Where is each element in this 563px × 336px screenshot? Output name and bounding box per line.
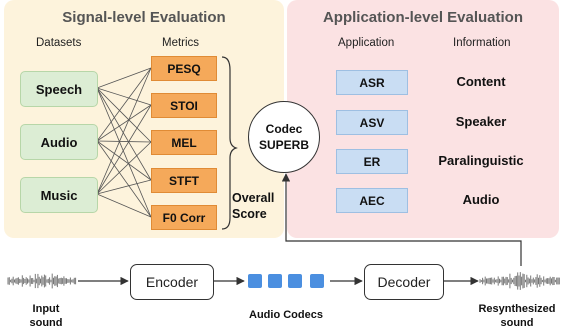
metric-stft: STFT xyxy=(151,168,217,193)
mesh-line xyxy=(96,87,152,143)
mesh-line xyxy=(96,193,152,218)
application-level-title: Application-level Evaluation xyxy=(322,9,524,26)
overall-line-1: Overall xyxy=(232,191,275,205)
resynthesized-line-1: Resynthesized xyxy=(478,303,556,315)
dataset-audio: Audio xyxy=(20,124,98,160)
overall-brace xyxy=(221,56,238,230)
mesh-line xyxy=(96,104,152,142)
signal-level-title: Signal-level Evaluation xyxy=(62,9,226,26)
info-content: Content xyxy=(456,74,506,89)
dataset-speech: Speech xyxy=(20,71,98,107)
mesh-line xyxy=(96,87,152,218)
application-level-panel: Application-level Evaluation xyxy=(287,0,559,238)
metric-f0-corr: F0 Corr xyxy=(151,205,217,230)
mesh-line xyxy=(96,87,152,181)
codec-token xyxy=(248,274,262,288)
metric-mel: MEL xyxy=(151,130,217,155)
information-header: Information xyxy=(453,37,511,49)
mesh-line xyxy=(96,67,152,89)
overall-line-2: Score xyxy=(232,207,267,221)
info-speaker: Speaker xyxy=(455,114,507,129)
info-audio: Audio xyxy=(462,192,500,207)
application-aec: AEC xyxy=(336,188,408,213)
application-header: Application xyxy=(338,37,395,49)
input-sound-label: Input sound xyxy=(18,302,74,330)
codec-superb-line-2: SUPERB xyxy=(258,138,309,152)
metrics-header: Metrics xyxy=(162,37,200,49)
output-waveform xyxy=(479,272,560,290)
decoder-box: Decoder xyxy=(364,264,444,300)
datasets-header: Datasets xyxy=(36,37,82,49)
mesh-line xyxy=(96,141,152,195)
application-er: ER xyxy=(336,149,408,174)
metric-pesq: PESQ xyxy=(151,56,217,81)
mesh-line xyxy=(96,67,152,195)
mesh-line xyxy=(96,140,152,143)
codec-token xyxy=(310,274,324,288)
application-asr: ASR xyxy=(336,70,408,95)
info-paralinguistic: Paralinguistic xyxy=(438,153,524,168)
mesh-line xyxy=(96,179,152,195)
mesh-line xyxy=(96,67,152,142)
input-sound-line-2: sound xyxy=(29,317,63,329)
input-sound-line-1: Input xyxy=(32,303,60,315)
codec-superb-circle: Codec SUPERB xyxy=(248,101,320,173)
mesh-line xyxy=(96,87,152,106)
codec-token xyxy=(288,274,302,288)
codec-superb-line-1: Codec xyxy=(265,122,303,136)
audio-codecs-label: Audio Codecs xyxy=(249,309,323,321)
resynthesized-line-2: sound xyxy=(500,317,534,329)
codec-token xyxy=(268,274,282,288)
mesh-line xyxy=(96,140,152,181)
dataset-music: Music xyxy=(20,177,98,213)
resynthesized-sound-label: Resynthesized sound xyxy=(472,302,562,330)
overall-score-label: Overall Score xyxy=(232,190,274,222)
mesh-line xyxy=(96,140,152,218)
metric-stoi: STOI xyxy=(151,93,217,118)
encoder-box: Encoder xyxy=(130,264,214,300)
mesh-line xyxy=(96,104,152,195)
input-waveform xyxy=(7,273,77,289)
application-asv: ASV xyxy=(336,110,408,135)
